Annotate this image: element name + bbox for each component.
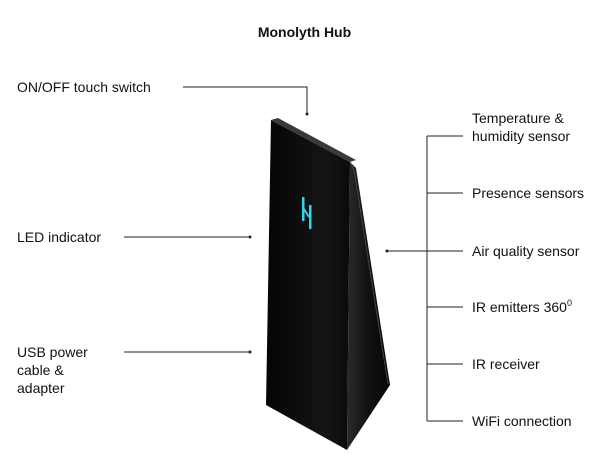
label-ir-emitters: IR emitters 3600 <box>472 298 572 316</box>
device-edge-highlight <box>349 161 389 385</box>
label-led-indicator: LED indicator <box>17 229 102 245</box>
led-indicator-glyph <box>302 197 312 229</box>
label-touch-switch: ON/OFF touch switch <box>17 79 151 95</box>
monolyth-device <box>266 118 390 450</box>
label-usb-power: USB power cable & adapter <box>17 343 88 397</box>
switch-leader <box>183 86 309 116</box>
label-ir-receiver: IR receiver <box>472 356 540 372</box>
label-usb-line-2: cable & <box>17 362 64 378</box>
label-presence-sensors: Presence sensors <box>472 185 585 201</box>
label-usb-line-3: adapter <box>17 380 65 396</box>
device-side-face <box>347 162 390 450</box>
right-bracket <box>385 135 463 422</box>
diagram-title: Monolyth Hub <box>257 24 352 40</box>
label-ir-emitters-sup: 0 <box>566 298 572 308</box>
device-front-face <box>266 120 350 450</box>
label-usb-line-1: USB power <box>17 344 88 360</box>
led-leader <box>124 235 252 239</box>
device-top-edge <box>271 118 356 162</box>
label-air-quality: Air quality sensor <box>472 243 580 259</box>
label-temp-line-2: humidity sensor <box>472 128 571 144</box>
usb-leader <box>124 350 252 354</box>
label-ir-emitters-text: IR emitters 360 <box>472 299 567 315</box>
label-temp-line-1: Temperature & <box>472 110 564 126</box>
label-wifi-connection: WiFi connection <box>472 413 572 429</box>
label-temperature-humidity: Temperature & humidity sensor <box>472 109 570 145</box>
